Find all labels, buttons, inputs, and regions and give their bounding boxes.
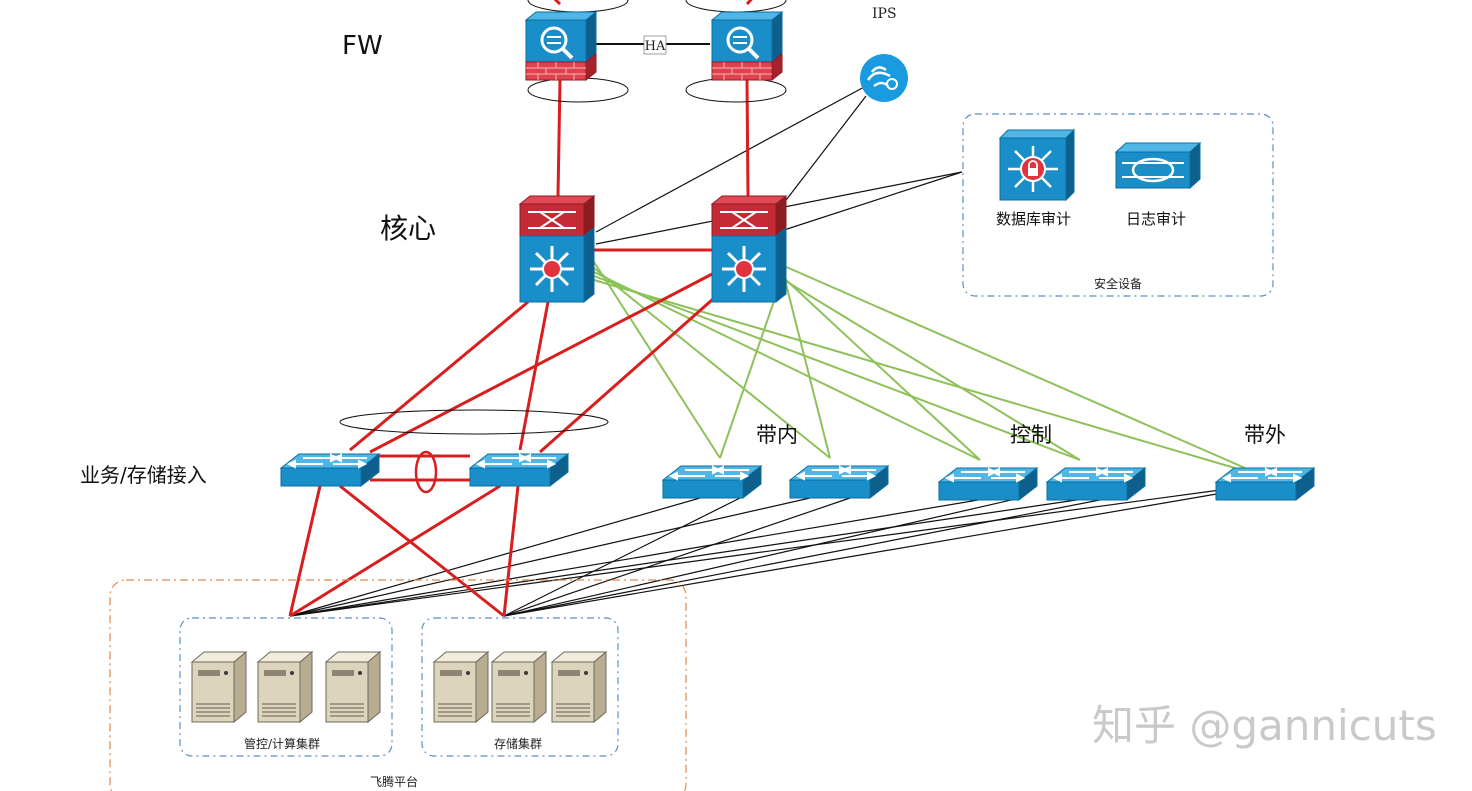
core-label: 核心 [380, 212, 436, 245]
outband-label: 带外 [1244, 423, 1286, 447]
switch-icon[interactable] [789, 465, 889, 499]
db-audit-label: 数据库审计 [996, 210, 1071, 228]
compute-cluster-label: 管控/计算集群 [244, 736, 320, 751]
ha-label: HA [645, 39, 666, 54]
platform-label: 飞腾平台 [370, 774, 418, 789]
control-links [593, 261, 1246, 469]
data-links [288, 0, 753, 618]
switch-icon[interactable] [938, 467, 1038, 501]
switch-icon[interactable] [1215, 467, 1315, 501]
database-audit-icon[interactable] [998, 128, 1076, 202]
watermark: 知乎 @gannicuts [1092, 701, 1437, 750]
server-icon[interactable] [433, 651, 489, 723]
log-audit-label: 日志审计 [1126, 210, 1186, 228]
switch-icon[interactable] [1046, 467, 1146, 501]
switch-icon[interactable] [662, 465, 762, 499]
storage-cluster-label: 存储集群 [494, 736, 542, 751]
server-icon[interactable] [491, 651, 547, 723]
ips-icon[interactable] [860, 54, 908, 102]
ha-label-box [643, 35, 667, 55]
management-links [289, 85, 1241, 617]
core-switch-icon[interactable] [518, 194, 596, 304]
switch-icon[interactable] [469, 453, 569, 487]
firewall-icon[interactable] [710, 10, 784, 82]
server-icon[interactable] [551, 651, 607, 723]
security-group-label: 安全设备 [1094, 276, 1142, 291]
server-icon[interactable] [325, 651, 381, 723]
inband-label: 带内 [756, 423, 798, 447]
ips-label: IPS [872, 6, 897, 22]
platform-group [109, 579, 687, 791]
server-icon[interactable] [257, 651, 313, 723]
switch-icon[interactable] [280, 453, 380, 487]
access-label: 业务/存储接入 [80, 463, 207, 487]
security-devices-group [962, 113, 1274, 297]
log-audit-icon[interactable] [1114, 141, 1202, 190]
control-label: 控制 [1010, 423, 1052, 447]
storage-cluster-group [421, 617, 619, 757]
fw-label: FW [342, 31, 383, 61]
server-icon[interactable] [191, 651, 247, 723]
core-switch-icon[interactable] [710, 194, 788, 304]
firewall-icon[interactable] [524, 10, 598, 82]
